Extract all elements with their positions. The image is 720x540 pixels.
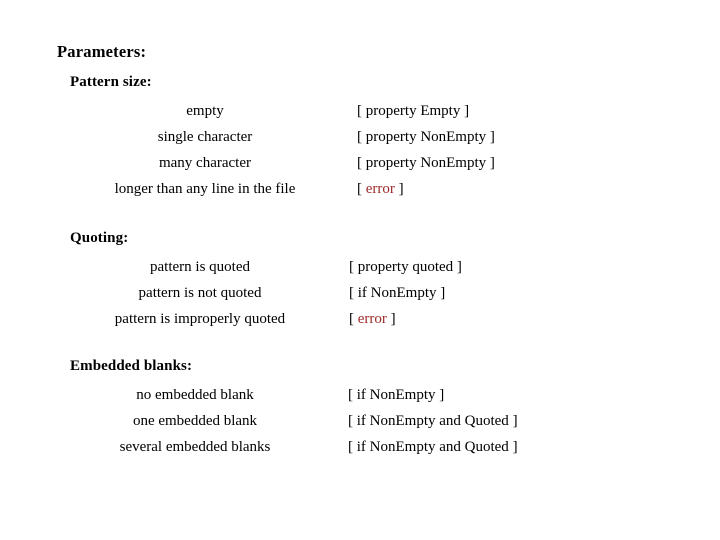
bracket-close: ] [460,103,470,119]
case-label: pattern is improperly quoted [114,311,286,327]
outcome-label: [ if NonEmpty ] [348,382,444,408]
outcome-value: property Empty [365,103,461,119]
case-label: longer than any line in the file [114,181,296,197]
outcome-label: [ property quoted ] [349,254,462,280]
case-label: empty [186,103,224,119]
table-row: several embedded blanks [ if NonEmpty an… [0,434,720,460]
outcome-label: [ property Empty ] [357,98,469,124]
outcome-value: if NonEmpty and Quoted [356,439,509,455]
case-label: single character [157,129,253,145]
outcome-label: [ if NonEmpty and Quoted ] [348,408,518,434]
outcome-value-error: error [357,311,387,327]
table-row: pattern is quoted [ property quoted ] [0,254,720,280]
case-label: no embedded blank [136,387,254,403]
outcome-label: [ property NonEmpty ] [357,150,495,176]
bracket-open: [ [348,387,357,403]
rows-pattern-size: empty [ property Empty ] single characte… [0,98,720,202]
case-label: pattern is not quoted [138,285,262,301]
outcome-label: [ property NonEmpty ] [357,124,495,150]
bracket-close: ] [486,129,495,145]
rows-quoting: pattern is quoted [ property quoted ] pa… [0,254,720,332]
case-label: many character [158,155,252,171]
bracket-open: [ [357,155,366,171]
bracket-close: ] [453,259,462,275]
outcome-value: property NonEmpty [365,155,487,171]
bracket-open: [ [357,103,366,119]
bracket-close: ] [435,387,445,403]
rows-embedded-blanks: no embedded blank [ if NonEmpty ] one em… [0,382,720,460]
bracket-close: ] [436,285,446,301]
outcome-value: property quoted [357,259,454,275]
table-row: pattern is improperly quoted [ error ] [0,306,720,332]
page-title: Parameters: [57,42,147,61]
table-row: no embedded blank [ if NonEmpty ] [0,382,720,408]
bracket-close: ] [508,439,518,455]
section-heading-pattern-size: Pattern size: [70,74,152,90]
case-label: pattern is quoted [150,259,250,275]
table-row: one embedded blank [ if NonEmpty and Quo… [0,408,720,434]
table-row: pattern is not quoted [ if NonEmpty ] [0,280,720,306]
bracket-close: ] [486,155,495,171]
bracket-open: [ [349,259,358,275]
case-label: several embedded blanks [119,439,271,455]
bracket-open: [ [348,439,357,455]
outcome-value: property NonEmpty [365,129,487,145]
bracket-open: [ [349,311,358,327]
bracket-open: [ [348,413,357,429]
table-row: single character [ property NonEmpty ] [0,124,720,150]
case-label: one embedded blank [132,413,258,429]
outcome-label: [ if NonEmpty and Quoted ] [348,434,518,460]
outcome-value: if NonEmpty [356,387,436,403]
bracket-open: [ [357,129,366,145]
outcome-label: [ error ] [349,306,396,332]
outcome-value: if NonEmpty and Quoted [356,413,509,429]
bracket-close: ] [508,413,518,429]
table-row: empty [ property Empty ] [0,98,720,124]
bracket-open: [ [349,285,358,301]
outcome-label: [ if NonEmpty ] [349,280,445,306]
table-row: longer than any line in the file [ error… [0,176,720,202]
outcome-value-error: error [365,181,395,197]
bracket-open: [ [357,181,366,197]
outcome-value: if NonEmpty [357,285,437,301]
section-heading-embedded-blanks: Embedded blanks: [70,358,193,374]
bracket-close: ] [386,311,396,327]
table-row: many character [ property NonEmpty ] [0,150,720,176]
section-heading-quoting: Quoting: [70,230,129,246]
bracket-close: ] [394,181,404,197]
outcome-label: [ error ] [357,176,404,202]
